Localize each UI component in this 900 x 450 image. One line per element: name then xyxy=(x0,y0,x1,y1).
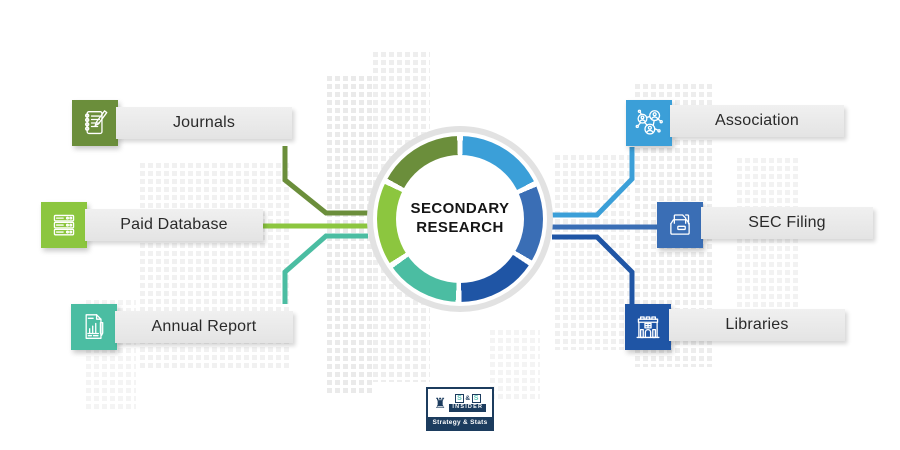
background-building xyxy=(490,330,540,402)
libraries-label: Libraries xyxy=(725,316,789,333)
logo-insider-text: INSIDER xyxy=(449,404,487,412)
center-ring-gap: SECONDARY RESEARCH xyxy=(373,132,547,306)
logo-wordmark: S & S INSIDER xyxy=(449,394,487,412)
annual-report-label-bar: Annual Report xyxy=(115,311,293,343)
logo-tagline: Strategy & Stats xyxy=(428,417,492,429)
logo-chess-piece-icon: ♜ xyxy=(433,395,447,411)
center-ring-track: SECONDARY RESEARCH xyxy=(367,126,553,312)
paid-database-icon-tile xyxy=(41,202,87,248)
logo-top: ♜ S & S INSIDER xyxy=(428,389,492,417)
connector-libraries xyxy=(552,234,635,305)
libraries-label-bar: Libraries xyxy=(669,309,845,341)
sns-insider-logo: ♜ S & S INSIDER Strategy & Stats xyxy=(426,387,494,431)
report-chart-icon xyxy=(85,314,104,339)
center-circle: SECONDARY RESEARCH xyxy=(396,155,524,283)
connector-journals xyxy=(282,146,368,216)
connector-association xyxy=(552,147,635,218)
ring-segments: SECONDARY RESEARCH xyxy=(377,136,543,302)
center-title-line2: RESEARCH xyxy=(416,219,504,236)
annual-report-label: Annual Report xyxy=(151,318,257,335)
journals-icon-tile xyxy=(72,100,118,146)
association-label: Association xyxy=(714,112,800,129)
background-building xyxy=(555,155,630,350)
sec-filing-label-bar: SEC Filing xyxy=(701,207,873,239)
server-stack-icon xyxy=(53,214,75,236)
center-title-line1: SECONDARY xyxy=(410,200,510,218)
paid-database-label-bar: Paid Database xyxy=(85,209,263,241)
logo-ampersand: & xyxy=(465,395,471,403)
libraries-icon-tile xyxy=(625,304,671,350)
logo-ss-row: S & S xyxy=(454,394,481,404)
annual-report-icon-tile xyxy=(71,304,117,350)
sec-filing-icon-tile xyxy=(657,202,703,248)
sec-filing-label: SEC Filing xyxy=(748,214,826,231)
association-label-bar: Association xyxy=(670,105,844,137)
connector-annual-report xyxy=(282,233,368,304)
library-building-icon xyxy=(636,316,660,339)
logo-s-right: S xyxy=(471,394,481,404)
file-box-icon xyxy=(670,214,690,235)
people-network-icon xyxy=(635,109,663,135)
paid-database-label: Paid Database xyxy=(120,216,228,233)
journals-label-bar: Journals xyxy=(116,107,292,139)
association-icon-tile xyxy=(626,100,672,146)
journals-label: Journals xyxy=(172,114,236,131)
logo-s-left: S xyxy=(454,394,464,404)
journal-pencil-icon xyxy=(84,110,108,135)
background-building xyxy=(737,158,801,336)
